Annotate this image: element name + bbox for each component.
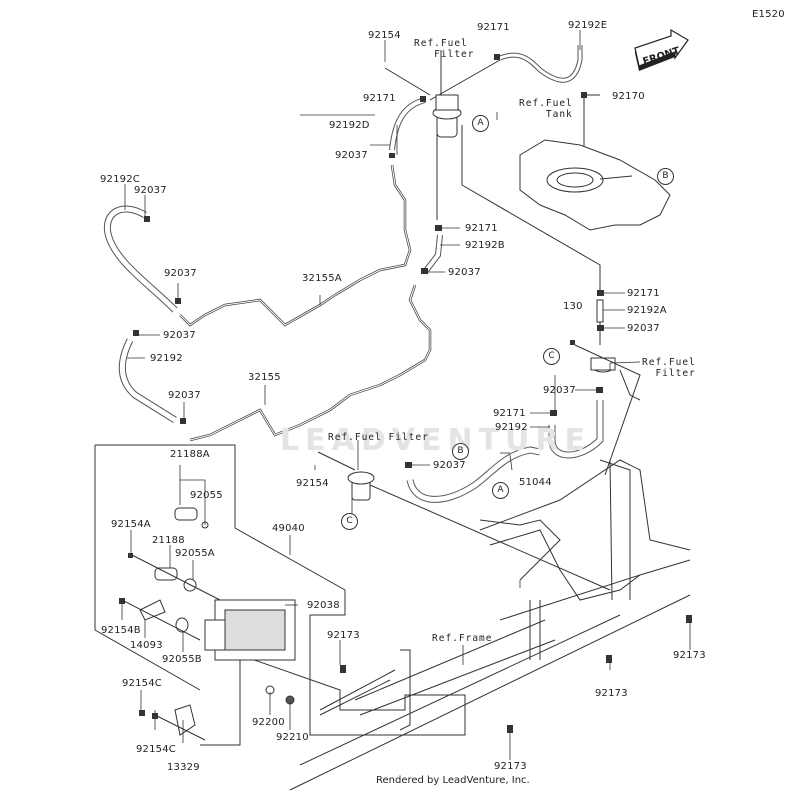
part-label[interactable]: 14093 [130,640,163,651]
part-label[interactable]: 21188A [170,449,210,460]
part-label[interactable]: 32155 [248,372,281,383]
part-label[interactable]: 92210 [276,732,309,743]
part-label[interactable]: 92171 [465,223,498,234]
callout-a-frame: A [492,482,509,499]
part-label[interactable]: 92055B [162,654,202,665]
part-label[interactable]: 92037 [164,268,197,279]
kit-outline-49040 [95,445,465,745]
hose-92192c [107,209,175,310]
diagram-code: E1520 [752,9,785,20]
pipe-32155 [190,285,430,440]
part-label[interactable]: 92192E [568,20,608,31]
part-label[interactable]: 92154C [136,744,176,755]
ref-fuel-filter-top: Ref.Fuel Filter [414,38,475,60]
part-label[interactable]: 32155A [302,273,342,284]
part-label[interactable]: 13329 [167,762,200,773]
watermark: LEADVENTURE [280,423,591,458]
part-label[interactable]: 92038 [307,600,340,611]
ref-fuel-filter-mid: Ref.Fuel Filter [328,432,429,443]
part-label[interactable]: 92170 [612,91,645,102]
callout-c-right: C [543,348,560,365]
part-label[interactable]: 92037 [433,460,466,471]
part-label[interactable]: 92171 [627,288,660,299]
part-label[interactable]: 92055 [190,490,223,501]
part-label[interactable]: 92154B [101,625,141,636]
part-label[interactable]: 51044 [519,477,552,488]
part-label[interactable]: 49040 [272,523,305,534]
part-label[interactable]: 92154C [122,678,162,689]
part-label[interactable]: 92200 [252,717,285,728]
part-label[interactable]: 92173 [673,650,706,661]
hose-92192-left [122,340,175,420]
part-label[interactable]: 92037 [448,267,481,278]
part-label[interactable]: 92037 [168,390,201,401]
part-label[interactable]: 92192D [329,120,370,131]
part-label[interactable]: 92154 [368,30,401,41]
part-label[interactable]: 92173 [595,688,628,699]
pipe-32155a [180,165,410,325]
leader-line [385,68,430,95]
render-credit: Rendered by LeadVenture, Inc. [376,775,530,786]
part-label[interactable]: 92037 [543,385,576,396]
frame-outline [480,460,690,550]
ref-fuel-tank: Ref.Fuel Tank [519,98,573,120]
callout-a-top: A [472,115,489,132]
part-label[interactable]: 92192A [627,305,667,316]
part-label[interactable]: 92192 [495,422,528,433]
part-label[interactable]: 92037 [163,330,196,341]
part-label[interactable]: 21188 [152,535,185,546]
part-label[interactable]: 92037 [134,185,167,196]
part-label[interactable]: 92173 [494,761,527,772]
part-label[interactable]: 92171 [477,22,510,33]
callout-c-mid: C [341,513,358,530]
part-label[interactable]: 92192 [150,353,183,364]
part-label[interactable]: 92192B [465,240,505,251]
part-label[interactable]: 92173 [327,630,360,641]
ref-frame: Ref.Frame [432,633,493,644]
part-label[interactable]: 92055A [175,548,215,559]
part-label[interactable]: 92171 [363,93,396,104]
part-label[interactable]: 130 [563,301,583,312]
part-label[interactable]: 92192C [100,174,140,185]
part-label[interactable]: 92171 [493,408,526,419]
part-label[interactable]: 92154A [111,519,151,530]
callout-b-hose: B [452,443,469,460]
part-label[interactable]: 92037 [627,323,660,334]
part-label[interactable]: 92037 [335,150,368,161]
part-label[interactable]: 92154 [296,478,329,489]
hose-92192e [500,45,580,80]
front-direction-arrow: FRONT [633,28,691,77]
ref-fuel-filter-right: Ref.Fuel Filter [642,357,696,379]
callout-b-tank: B [657,168,674,185]
